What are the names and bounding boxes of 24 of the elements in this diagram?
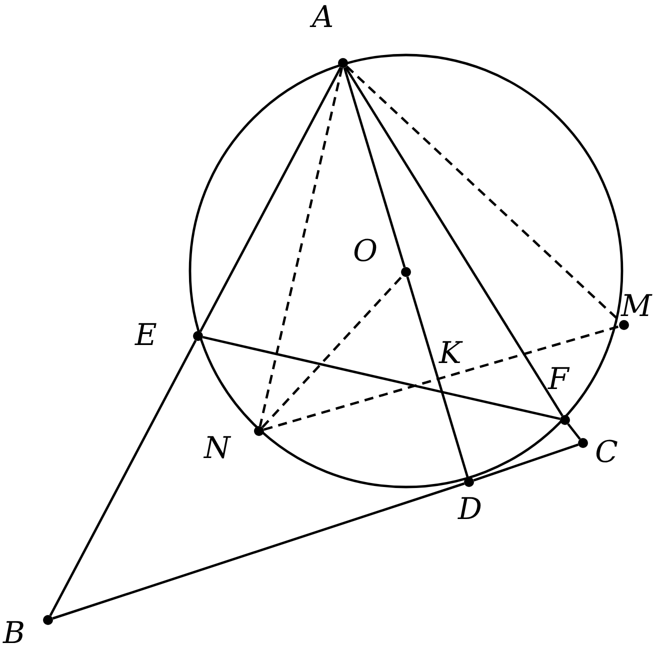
line-segment [49,340,197,616]
line-segment [442,390,560,420]
point-label: K [439,339,462,369]
line-segment [343,67,406,268]
line-segment [473,443,579,482]
point-label: A [312,3,334,33]
dashed-line [262,274,404,428]
line-segment [52,482,465,620]
line-segment [202,336,442,394]
point-label: C [595,438,618,468]
point-label: N [204,434,230,464]
point-label: F [548,365,569,395]
dashed-line [258,68,344,426]
line-segment [199,66,342,332]
line-segment [440,392,469,478]
dashed-line [263,325,620,431]
point-label: O [353,237,378,267]
point-label: E [135,321,157,351]
line-segment [406,276,444,392]
point-label: D [458,495,482,525]
point-label: B [3,619,26,649]
point-label: M [621,292,652,322]
line-segment [344,66,564,416]
line-segment [567,423,581,440]
